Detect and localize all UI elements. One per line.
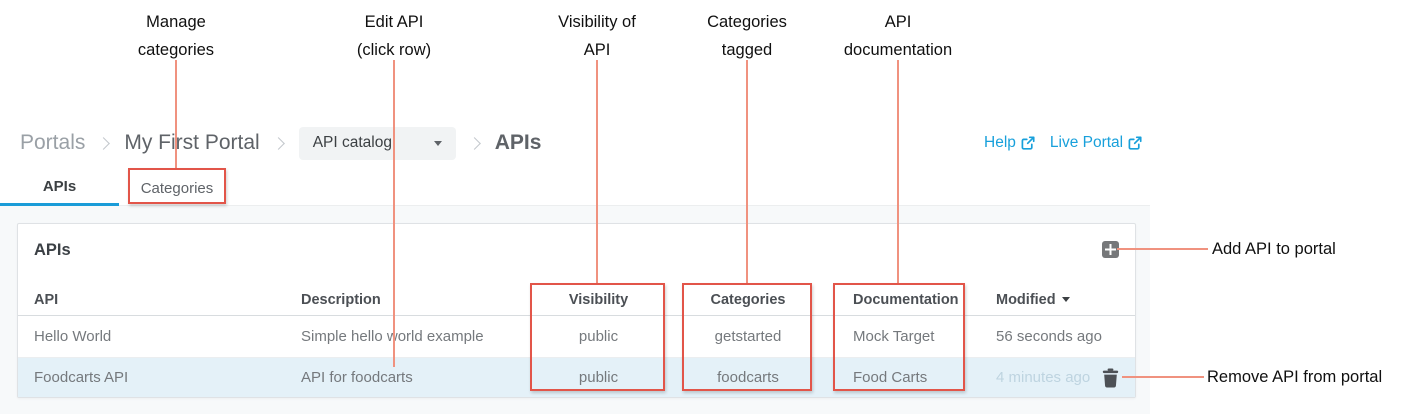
annotation-api-documentation: API documentation: [843, 13, 953, 59]
external-link-icon: [1128, 136, 1142, 150]
remove-api-button[interactable]: [1101, 367, 1119, 388]
chevron-right-icon: [97, 136, 111, 150]
cell-visibility: public: [578, 328, 619, 345]
panel-title: APIs: [34, 241, 71, 259]
annotation-box-documentation-column: [833, 283, 965, 391]
cell-description: API for foodcarts: [301, 369, 413, 386]
cell-documentation: Food Carts: [853, 369, 928, 386]
column-header-categories: Categories: [710, 291, 786, 308]
annotation-line: [897, 60, 899, 283]
cell-categories: foodcarts: [717, 369, 779, 386]
sort-caret-down-icon: [1061, 297, 1070, 302]
cell-modified: 4 minutes ago: [996, 369, 1091, 386]
annotation-manage-categories: Manage categories: [137, 13, 215, 59]
breadcrumb: Portals My First Portal API catalog APIs: [20, 126, 541, 160]
column-header-modified-label: Modified: [996, 291, 1056, 308]
annotation-categories-tagged: Categories tagged: [707, 13, 787, 59]
live-portal-link-label: Live Portal: [1049, 134, 1124, 151]
trash-icon: [1102, 368, 1118, 387]
tab-bar: APIs Categories: [0, 170, 1150, 206]
column-header-modified[interactable]: Modified: [996, 284, 1136, 315]
chevron-right-icon: [271, 136, 285, 150]
annotation-edit-api: Edit API (click row): [356, 13, 432, 59]
column-header-visibility: Visibility: [568, 291, 629, 308]
tab-categories-label: Categories: [140, 179, 214, 197]
column-header-description: Description: [301, 291, 381, 308]
breadcrumb-portal-name-link[interactable]: My First Portal: [124, 131, 260, 154]
caret-down-icon: [433, 140, 442, 146]
cell-api: Foodcarts API: [34, 369, 129, 386]
cell-modified: 56 seconds ago: [996, 328, 1102, 345]
breadcrumb-portals-link[interactable]: Portals: [20, 131, 86, 154]
annotation-line: [393, 60, 395, 367]
help-link[interactable]: Help: [984, 134, 1035, 152]
annotation-line: [1117, 248, 1208, 250]
apis-panel: APIs API Description Visibility Categori…: [17, 223, 1136, 398]
header-links: Help Live Portal: [984, 134, 1142, 152]
annotation-add-api: Add API to portal: [1212, 240, 1336, 258]
cell-visibility: public: [578, 369, 619, 386]
live-portal-link[interactable]: Live Portal: [1050, 134, 1142, 152]
tab-apis-label: APIs: [42, 178, 77, 195]
external-link-icon: [1021, 136, 1035, 150]
annotation-box-visibility-column: [530, 283, 665, 391]
tab-apis[interactable]: APIs: [0, 170, 119, 206]
tab-categories[interactable]: Categories: [128, 170, 226, 206]
cell-api: Hello World: [34, 328, 112, 345]
annotation-box-categories-column: [682, 283, 812, 391]
api-table-row-hello-world[interactable]: Hello World Simple hello world example p…: [18, 316, 1135, 358]
annotation-line: [1122, 376, 1204, 378]
api-catalog-dropdown[interactable]: API catalog: [298, 126, 456, 160]
help-link-label: Help: [984, 134, 1016, 151]
cell-documentation: Mock Target: [853, 328, 935, 345]
annotation-line: [175, 60, 177, 168]
api-catalog-dropdown-value: API catalog: [312, 134, 392, 151]
annotation-visibility-of-api: Visibility of API: [558, 13, 636, 59]
column-header-api: API: [34, 291, 59, 308]
annotation-line: [746, 60, 748, 283]
add-api-button[interactable]: [1102, 241, 1119, 258]
annotation-line: [596, 60, 598, 283]
annotation-remove-api: Remove API from portal: [1207, 368, 1383, 386]
cell-description: Simple hello world example: [301, 328, 484, 345]
breadcrumb-current-page: APIs: [494, 131, 542, 154]
cell-categories: getstarted: [714, 328, 782, 345]
plus-icon: [1105, 244, 1116, 255]
chevron-right-icon: [467, 136, 481, 150]
table-header-row: API Description Visibility Categories Do…: [18, 284, 1135, 316]
annotation-box-categories-tab: [128, 168, 226, 204]
column-header-documentation: Documentation: [853, 291, 959, 308]
